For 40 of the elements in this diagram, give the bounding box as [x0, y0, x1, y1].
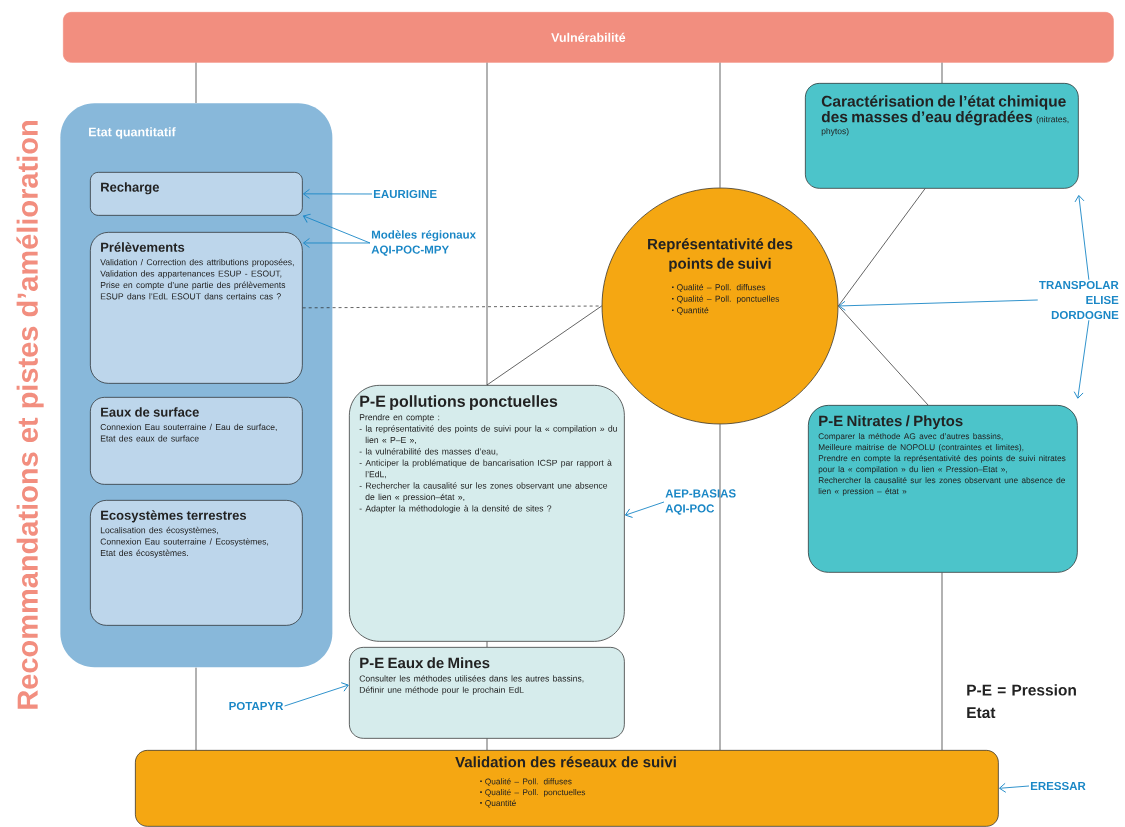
- connector-line: [719, 424, 721, 751]
- connector-line: [195, 667, 197, 751]
- validation-bar: Validation des réseaux de suivi Qualité – Poll. diffuses Qualité – Poll. ponctuelles Quantité: [135, 750, 999, 827]
- arrow: [284, 682, 349, 707]
- dashed-connector: [302, 305, 602, 309]
- arrow: [1074, 195, 1090, 281]
- source-label: ERESSAR: [1030, 781, 1086, 791]
- topic-box: P-E Eaux de Mines Consulter les méthodes utilisées dans les autres bassins, Définir une méthode pour le prochain EdL: [349, 647, 625, 739]
- connector-line: [486, 305, 602, 386]
- connector-line: [941, 572, 943, 751]
- connector-line: [486, 738, 488, 751]
- connector-line: [838, 188, 926, 307]
- arrow: [302, 213, 371, 244]
- connector-line: [941, 62, 943, 84]
- arrow: [303, 188, 373, 199]
- side-heading: Recommandations et pistes d’amélioration: [16, 121, 44, 709]
- arrow: [999, 782, 1030, 793]
- note-text: P-E = Pression Etat: [967, 684, 1076, 719]
- title-bar: Vulnérabilité: [63, 12, 1114, 63]
- connector-line: [195, 62, 197, 104]
- connector-line: [838, 305, 929, 406]
- topic-box: Prélèvements Validation / Correction des attributions proposées, Validation des appartenances ESUP - ESOUT, Prise en compte d’une partie des prélèvements ESUP dans l’EdL ESOUT dans certains cas ?: [90, 232, 303, 384]
- source-label: POTAPYR: [229, 701, 284, 711]
- topic-box: P-E Nitrates / Phytos Comparer la méthode AG avec d’autres bassins, Meilleure maitrise de NOPOLU (contraintes et limites), Prendre en compte la représentativité des points de suivi nitrates pour la « compilation » du lien « Pression–Etat », Rechercher la causalité sur les zones observant une absence de lien « pression – état »: [808, 405, 1078, 573]
- topic-box: Caractérisation de l’état chimique des masses d’eau dégradées (nitrates, phytos): [805, 83, 1079, 189]
- connector-line: [486, 62, 488, 386]
- arrow: [838, 299, 1039, 311]
- topic-box: Eaux de surface Connexion Eau souterraine / Eau de surface, Etat des eaux de surface: [90, 397, 303, 485]
- source-label: TRANSPOLAR ELISE DORDOGNE: [1039, 280, 1119, 320]
- connector-line: [486, 641, 488, 648]
- topic-box: Recharge: [90, 172, 303, 216]
- arrow: [303, 238, 371, 248]
- source-label: AEP-BASIAS AQI-POC: [665, 489, 736, 515]
- arrow: [1073, 319, 1090, 399]
- source-label: EAURIGINE: [373, 189, 437, 199]
- topic-box: P-E pollutions ponctuelles Prendre en compte : - la représentativité des points de suivi pour la « compilation » du lien « P–E », - la vulnérabilité des masses d’eau, - Anticiper la problématique de bancarisation ICSP par rapport à l’EdL, - Rechercher la causalité sur les zones observant une absence de lien « pression–état », - Adapter la méthodologie à la densité de sites ?: [349, 385, 625, 642]
- source-label: Modèles régionaux AQI-POC-MPY: [371, 230, 476, 256]
- topic-box: Ecosystèmes terrestres Localisation des écosystèmes, Connexion Eau souterraine / Ecosystèmes, Etat des écosystèmes.: [90, 500, 303, 626]
- connector-line: [719, 62, 721, 188]
- arrow: [624, 501, 665, 518]
